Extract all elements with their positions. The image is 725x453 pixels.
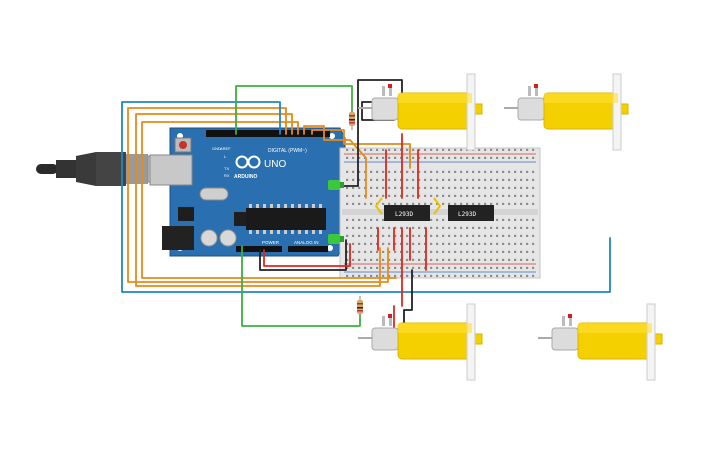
dc-motor-icon[interactable] — [504, 73, 629, 151]
driver-chip-2[interactable]: L293D — [448, 205, 494, 221]
tx-label: TX — [224, 166, 229, 171]
wire-black-4 — [403, 269, 413, 331]
wire-green-2 — [241, 245, 361, 327]
driver-chip-2-label: L293D — [458, 211, 476, 218]
dc-motor-icon[interactable] — [538, 303, 663, 381]
driver-chip-1-label: L293D — [395, 211, 413, 218]
reset-button[interactable] — [174, 137, 192, 153]
usb-port — [149, 154, 193, 186]
resistor-icon[interactable] — [357, 296, 363, 318]
wire-black-1 — [343, 79, 403, 187]
atmega-chip — [246, 204, 326, 234]
chip-selection-brackets — [374, 197, 442, 215]
driver-chip-1[interactable]: L293D — [384, 205, 430, 221]
rx-label: RX — [224, 173, 230, 178]
wire-orange-1 — [135, 113, 381, 287]
arduino-logo-icon — [235, 155, 261, 169]
analog-header-pins — [288, 246, 328, 252]
dc-motor-icon[interactable] — [358, 303, 483, 381]
dc-motor-icon[interactable] — [358, 73, 483, 151]
brand-label: ARDUINO — [234, 174, 257, 180]
wire-red-1 — [263, 243, 351, 267]
wire-orange-5 — [311, 129, 411, 169]
l-led-label: L — [224, 154, 227, 159]
model-label: UNO — [264, 159, 286, 170]
breadboard — [339, 147, 541, 279]
wire-orange-3 — [141, 121, 397, 279]
wire-black-2 — [259, 239, 347, 271]
led-icon[interactable] — [328, 180, 344, 190]
power-jack — [162, 226, 194, 250]
led-icon[interactable] — [328, 234, 344, 244]
power-label: POWER — [262, 240, 280, 245]
aref-label: AREF — [220, 146, 231, 151]
power-header-pins — [236, 246, 282, 252]
analog-label: ANALOG IN — [294, 240, 319, 245]
digital-header-label: DIGITAL (PWM~) — [268, 148, 307, 154]
gnd-label: GND — [212, 146, 221, 151]
wire-green — [235, 85, 353, 135]
resistor-icon[interactable] — [349, 108, 355, 130]
wire-orange-4 — [303, 125, 367, 199]
wire-orange-2 — [127, 107, 389, 283]
arduino-uno-board[interactable]: DIGITAL (PWM~) AREF GND TX RX L ARDUINO … — [149, 127, 346, 257]
wire-blue — [121, 101, 611, 293]
digital-header — [206, 130, 330, 137]
